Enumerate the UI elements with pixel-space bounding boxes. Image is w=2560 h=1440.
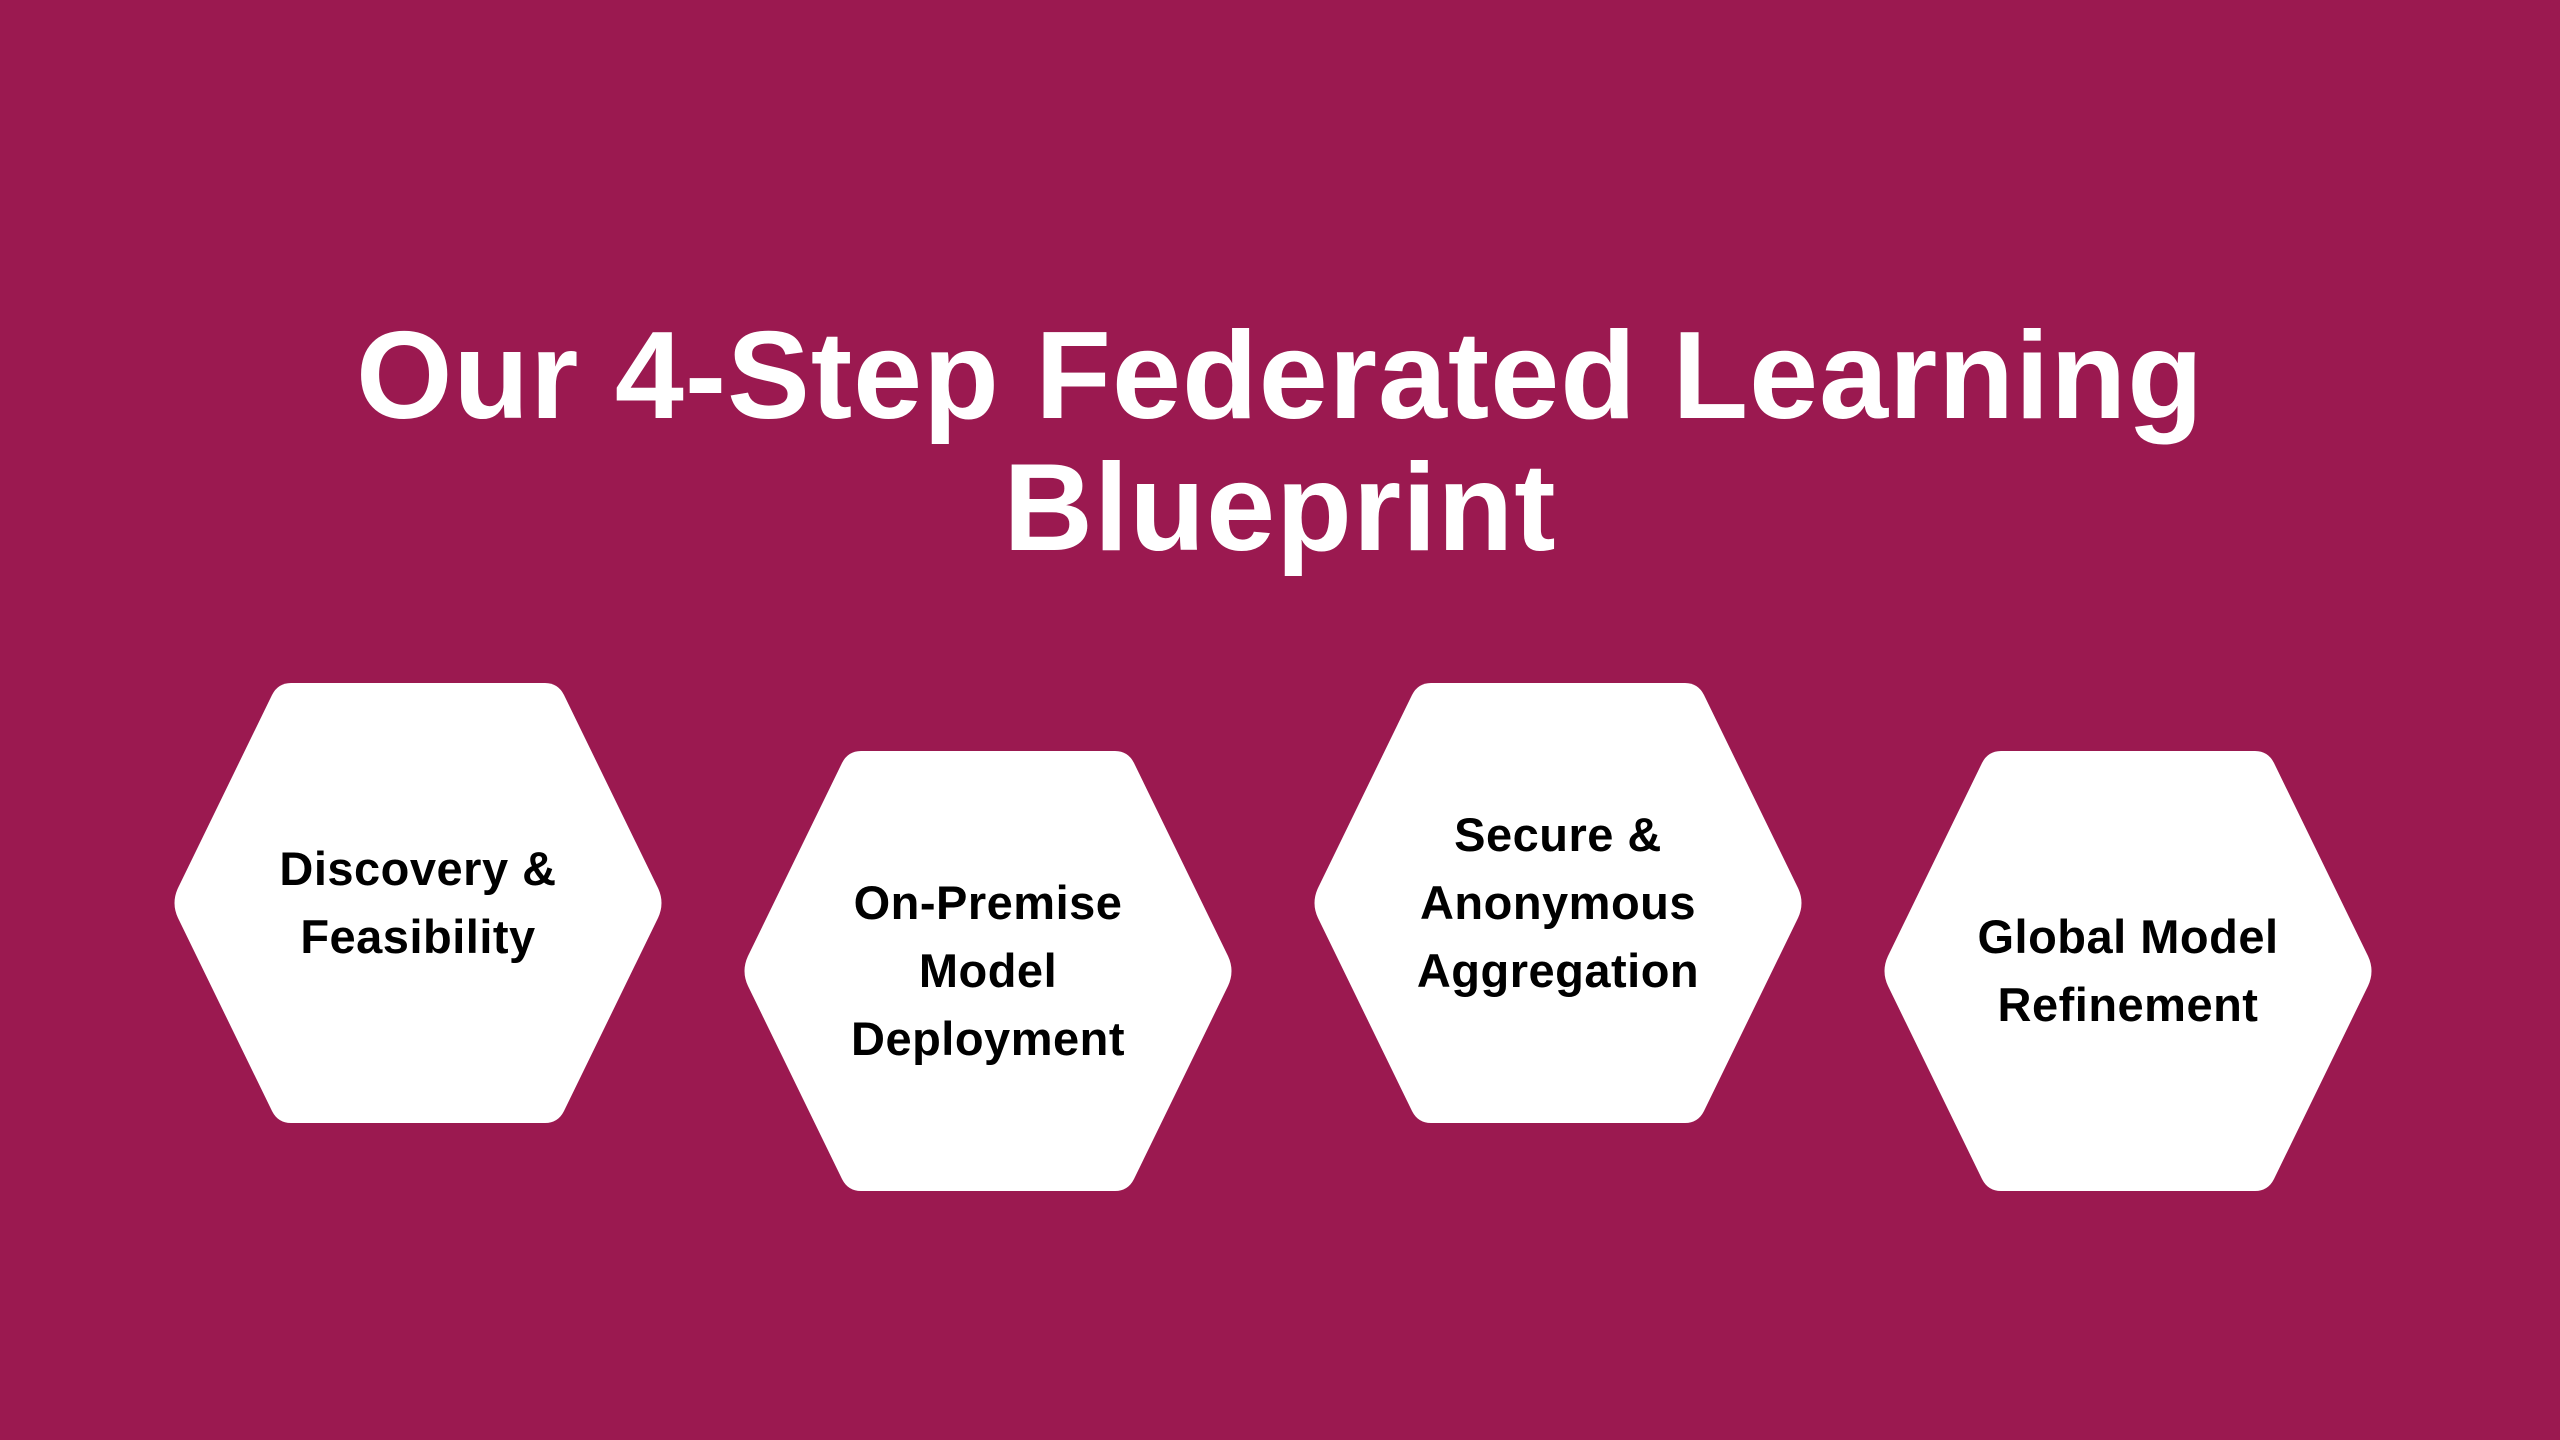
step-label: On-Premise Model Deployment bbox=[813, 751, 1163, 1191]
step-label-line: Feasibility bbox=[300, 910, 536, 963]
title-line-1: Our 4-Step Federated Learning bbox=[355, 307, 2204, 445]
step-hexagon-deployment: On-Premise Model Deployment bbox=[743, 751, 1233, 1191]
step-label-line: Model bbox=[918, 944, 1058, 997]
step-label-line: Secure & bbox=[1454, 808, 1662, 861]
step-label: Discovery & Feasibility bbox=[243, 683, 593, 1123]
step-label-line: Anonymous bbox=[1419, 876, 1697, 929]
step-label: Secure & Anonymous Aggregation bbox=[1383, 683, 1733, 1123]
step-hexagon-discovery: Discovery & Feasibility bbox=[173, 683, 663, 1123]
hexagon-shape bbox=[1314, 683, 1802, 1123]
hexagon-shape bbox=[744, 751, 1232, 1191]
step-label-line: Refinement bbox=[1997, 978, 2259, 1031]
step-label: Global Model Refinement bbox=[1953, 751, 2303, 1191]
step-label-line: On-Premise bbox=[853, 876, 1123, 929]
step-label-line: Discovery & bbox=[279, 842, 557, 895]
step-label-line: Global Model bbox=[1977, 910, 2279, 963]
step-hexagon-refinement: Global Model Refinement bbox=[1883, 751, 2373, 1191]
step-hexagon-aggregation: Secure & Anonymous Aggregation bbox=[1313, 683, 1803, 1123]
hexagon-shape bbox=[1884, 751, 2372, 1191]
page-title: Our 4-Step Federated Learning Blueprint bbox=[0, 310, 2560, 574]
step-label-line: Deployment bbox=[851, 1012, 1125, 1065]
step-label-line: Aggregation bbox=[1416, 944, 1700, 997]
title-line-2: Blueprint bbox=[1003, 439, 1557, 577]
hexagon-shape bbox=[174, 683, 662, 1123]
